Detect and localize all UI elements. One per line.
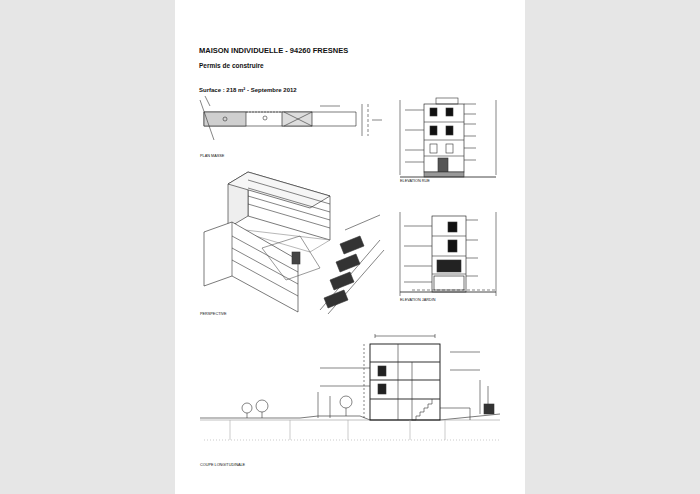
sheet-heading: Surface : 218 m² - Septembre 2012	[199, 87, 297, 94]
drawing-caption: ELEVATION RUE	[400, 179, 430, 183]
longitudinal-section	[200, 334, 500, 440]
sheet-heading: Permis de construire	[199, 62, 264, 69]
drawing-caption: ELEVATION JARDIN	[400, 298, 436, 302]
garden-elevation	[400, 212, 496, 296]
drawing-caption: PLAN MASSE	[200, 154, 224, 158]
perspective-view	[204, 172, 384, 314]
street-elevation	[400, 98, 496, 177]
drawing-caption: PERSPECTIVE	[200, 312, 227, 316]
site-plan	[200, 96, 382, 140]
sheet-heading: MAISON INDIVIDUELLE - 94260 FRESNES	[199, 47, 348, 55]
drawing-caption: COUPE LONGITUDINALE	[200, 463, 245, 467]
